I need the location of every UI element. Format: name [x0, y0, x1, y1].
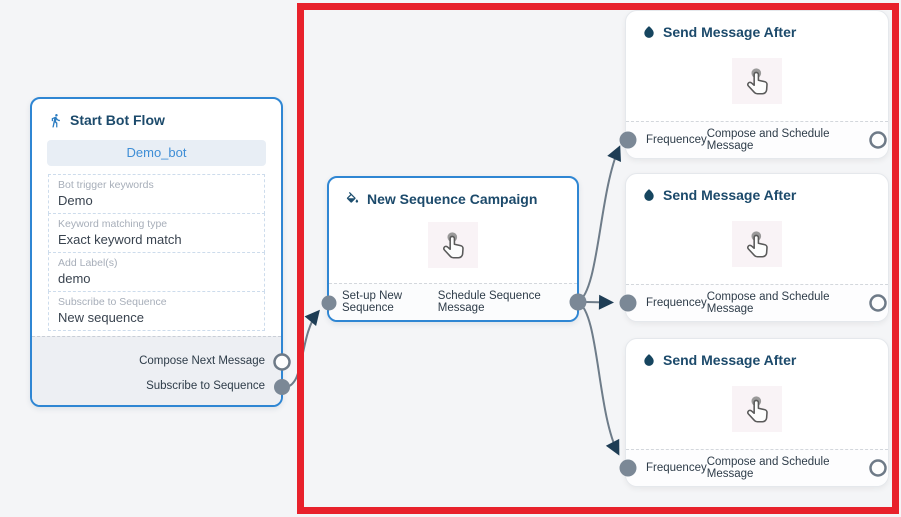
- send-message-after-node-3[interactable]: Send Message After Frequencey Compose an…: [625, 338, 889, 487]
- node-body: [626, 368, 888, 449]
- tap-hand-icon[interactable]: [732, 385, 782, 432]
- send-message-after-node-1[interactable]: Send Message After Frequencey Compose an…: [625, 10, 889, 159]
- node-port-footer: Frequencey Compose and Schedule Message: [626, 121, 888, 158]
- node-header: Send Message After: [626, 11, 888, 40]
- field-subscribe-to-sequence[interactable]: Subscribe to Sequence New sequence: [48, 291, 265, 331]
- input-set-up-new-sequence[interactable]: Set-up New Sequence: [342, 290, 403, 314]
- bot-name-button[interactable]: Demo_bot: [47, 140, 266, 166]
- output-schedule-sequence-message[interactable]: Schedule Sequence Message: [437, 290, 541, 314]
- wire-to-send-node-1: [577, 145, 621, 303]
- node-header: Send Message After: [626, 339, 888, 368]
- output-compose-and-schedule-message[interactable]: Compose and Schedule Message: [706, 128, 830, 152]
- wire-subscribe-to-sequence: [281, 309, 320, 389]
- output-compose-next-message[interactable]: Compose Next Message: [139, 355, 265, 367]
- input-frequencey[interactable]: Frequencey: [646, 462, 707, 474]
- node-header: New Sequence Campaign: [329, 178, 577, 207]
- node-port-footer: Frequencey Compose and Schedule Message: [626, 284, 888, 321]
- output-compose-and-schedule-message[interactable]: Compose and Schedule Message: [706, 456, 830, 480]
- input-frequencey[interactable]: Frequencey: [646, 297, 707, 309]
- node-header: Send Message After: [626, 174, 888, 203]
- field-add-labels[interactable]: Add Label(s) demo: [48, 252, 265, 292]
- node-port-footer: Set-up New Sequence Schedule Sequence Me…: [329, 283, 577, 320]
- node-body: [626, 40, 888, 121]
- water-drop-icon: [642, 188, 656, 202]
- field-label: Bot trigger keywords: [58, 179, 154, 191]
- node-port-footer: Frequencey Compose and Schedule Message: [626, 449, 888, 486]
- field-list: Bot trigger keywords Demo Keyword matchi…: [48, 174, 265, 331]
- tap-hand-icon[interactable]: [732, 220, 782, 267]
- start-bot-flow-node[interactable]: Start Bot Flow Demo_bot Bot trigger keyw…: [30, 97, 283, 407]
- field-value: Exact keyword match: [58, 232, 182, 247]
- field-label: Keyword matching type: [58, 218, 168, 230]
- node-title: Send Message After: [663, 187, 797, 203]
- node-title: Send Message After: [663, 24, 797, 40]
- node-output-footer: Compose Next Message Subscribe to Sequen…: [32, 336, 281, 405]
- field-value: New sequence: [58, 310, 144, 325]
- water-drop-icon: [642, 25, 656, 39]
- new-sequence-campaign-node[interactable]: New Sequence Campaign Set-up New Sequenc…: [327, 176, 579, 322]
- field-label: Add Label(s): [58, 257, 118, 269]
- send-message-after-node-2[interactable]: Send Message After Frequencey Compose an…: [625, 173, 889, 322]
- field-keyword-matching-type[interactable]: Keyword matching type Exact keyword matc…: [48, 213, 265, 253]
- tap-hand-icon[interactable]: [428, 222, 478, 268]
- node-body: [329, 207, 577, 283]
- node-header: Start Bot Flow: [32, 99, 281, 128]
- wire-to-send-node-2: [585, 294, 614, 310]
- water-drop-icon: [642, 353, 656, 367]
- tap-hand-icon[interactable]: [732, 57, 782, 104]
- output-subscribe-to-sequence[interactable]: Subscribe to Sequence: [146, 380, 265, 392]
- field-label: Subscribe to Sequence: [58, 296, 167, 308]
- node-body: [626, 203, 888, 284]
- node-title: Start Bot Flow: [70, 112, 165, 128]
- field-value: Demo: [58, 193, 93, 208]
- node-title: Send Message After: [663, 352, 797, 368]
- walking-person-icon: [48, 113, 63, 128]
- paint-bucket-icon: [345, 191, 360, 207]
- field-value: demo: [58, 271, 91, 286]
- node-title: New Sequence Campaign: [367, 191, 538, 207]
- output-compose-and-schedule-message[interactable]: Compose and Schedule Message: [706, 291, 830, 315]
- wire-to-send-node-3: [577, 301, 620, 456]
- field-bot-trigger-keywords[interactable]: Bot trigger keywords Demo: [48, 174, 265, 214]
- input-frequencey[interactable]: Frequencey: [646, 134, 707, 146]
